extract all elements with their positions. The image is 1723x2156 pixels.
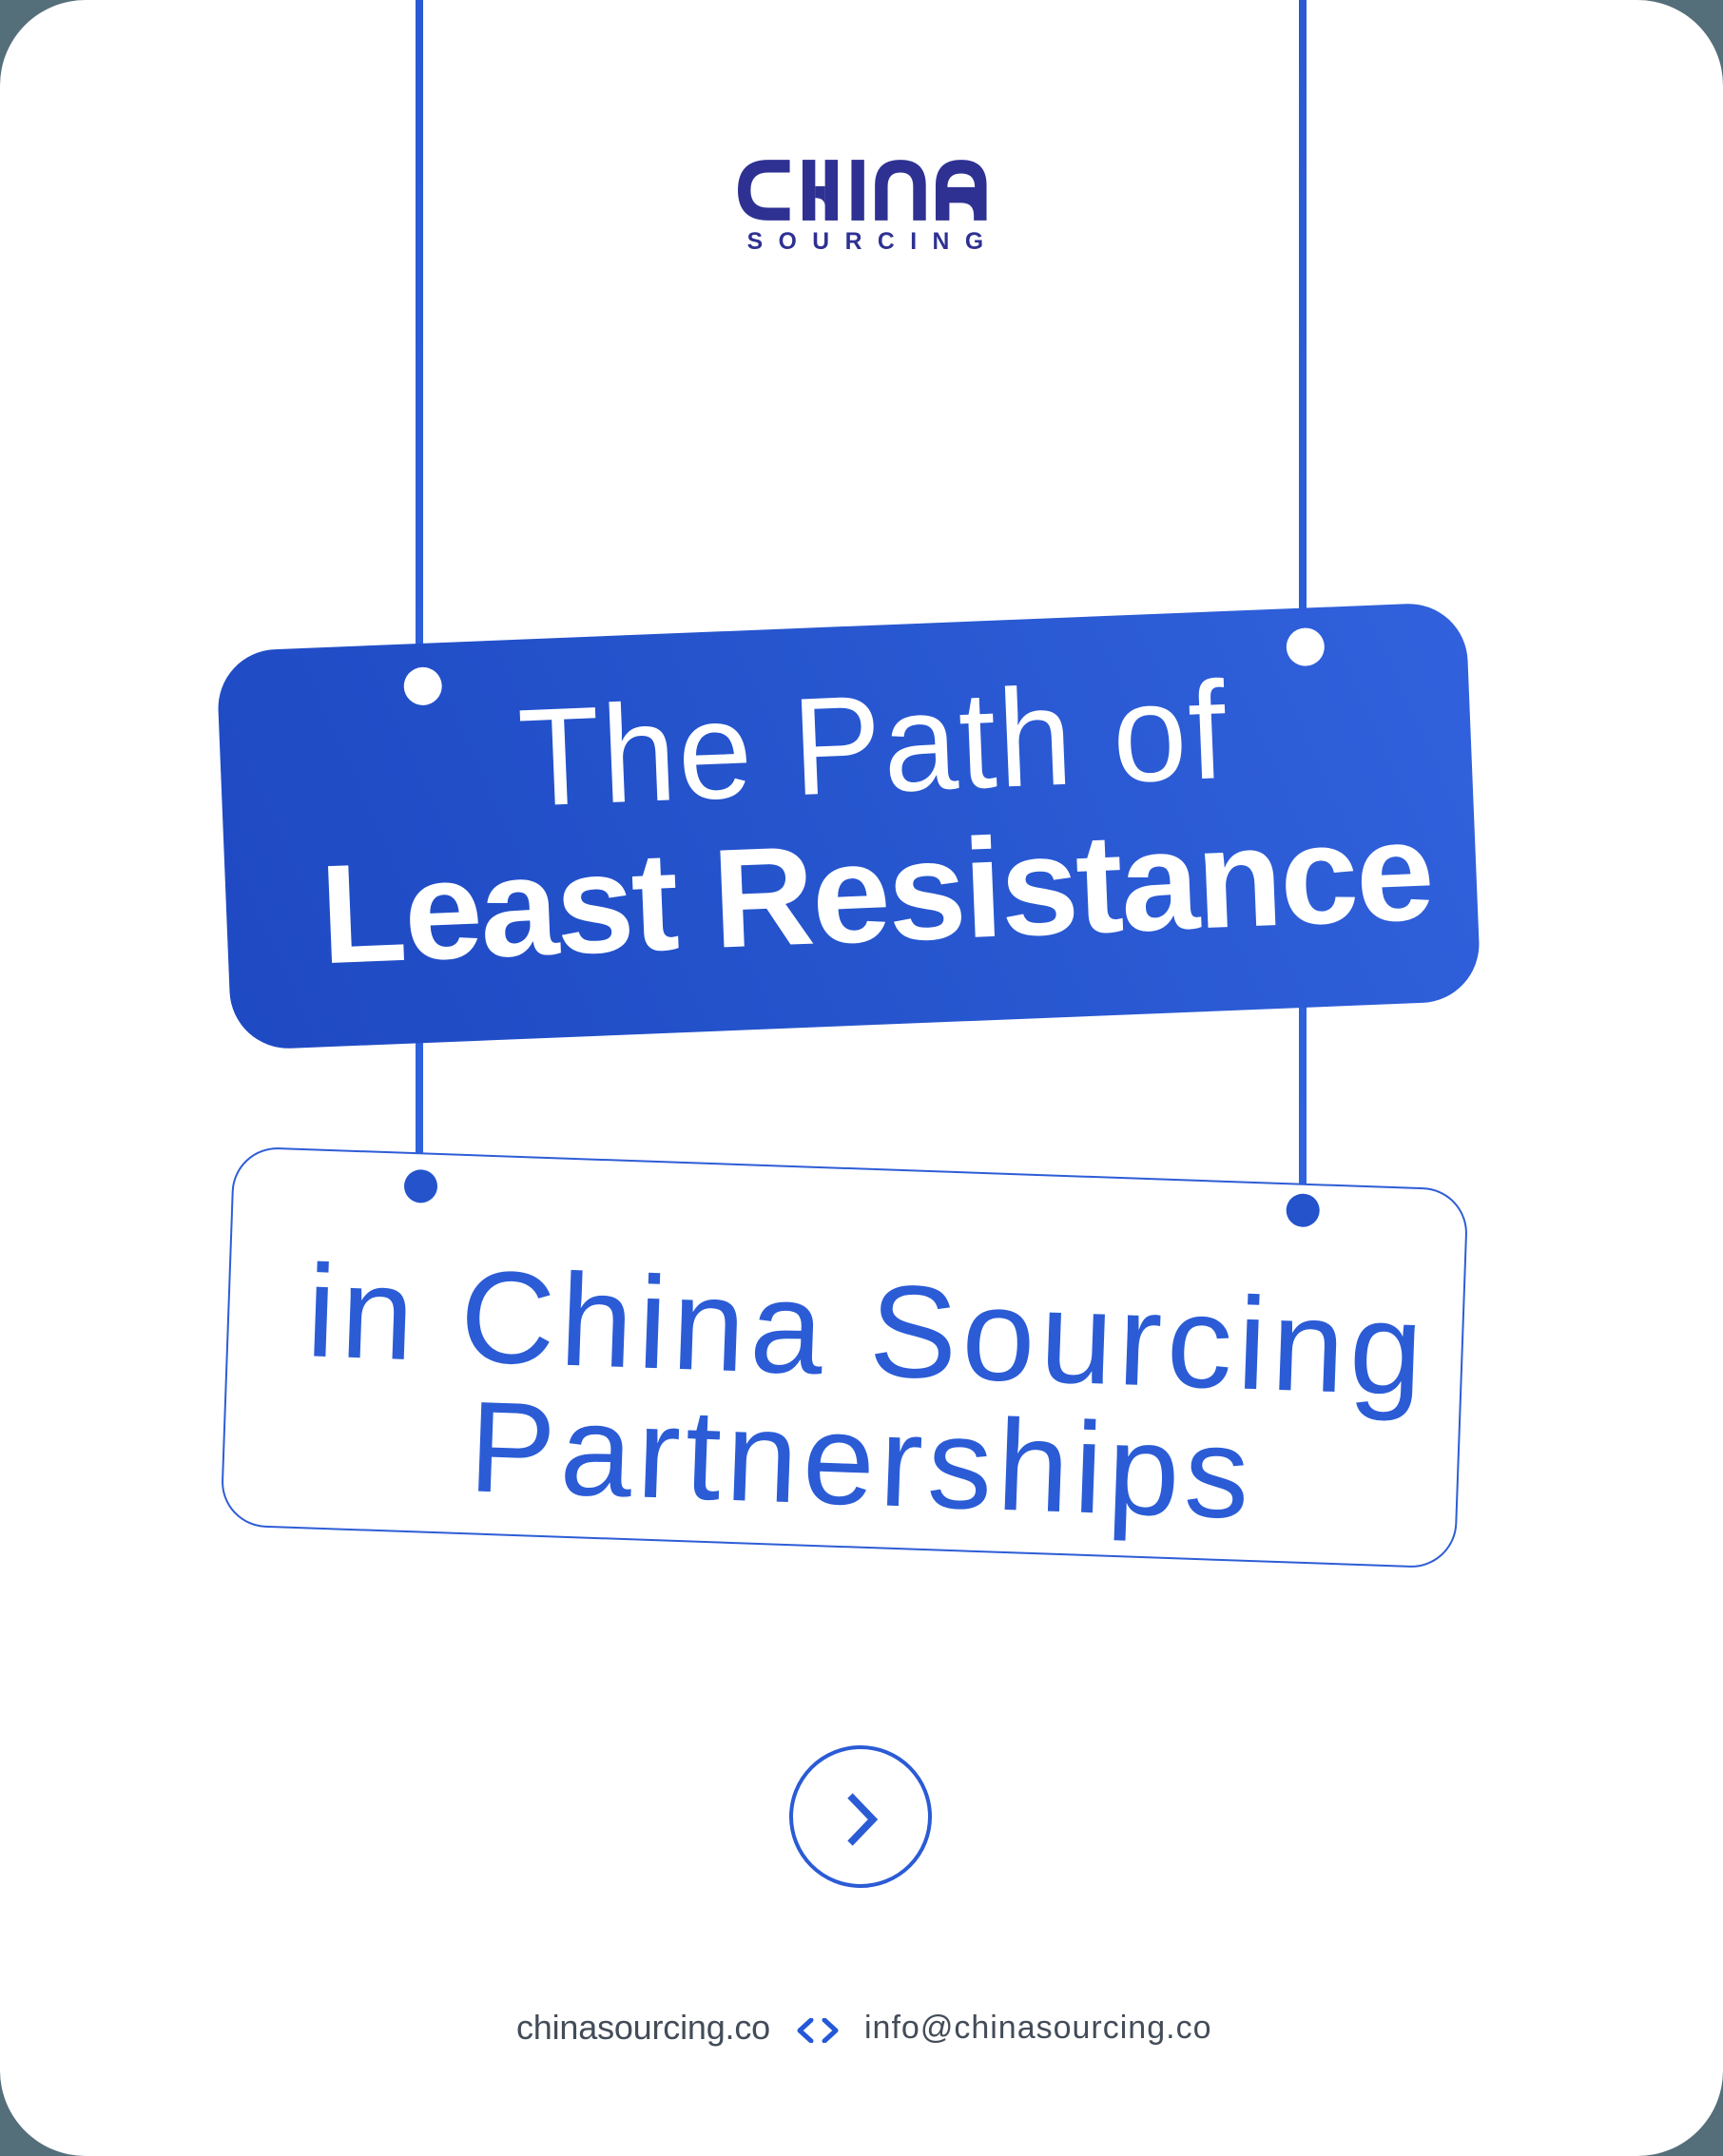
svg-text:SOURCING: SOURCING bbox=[747, 229, 999, 253]
